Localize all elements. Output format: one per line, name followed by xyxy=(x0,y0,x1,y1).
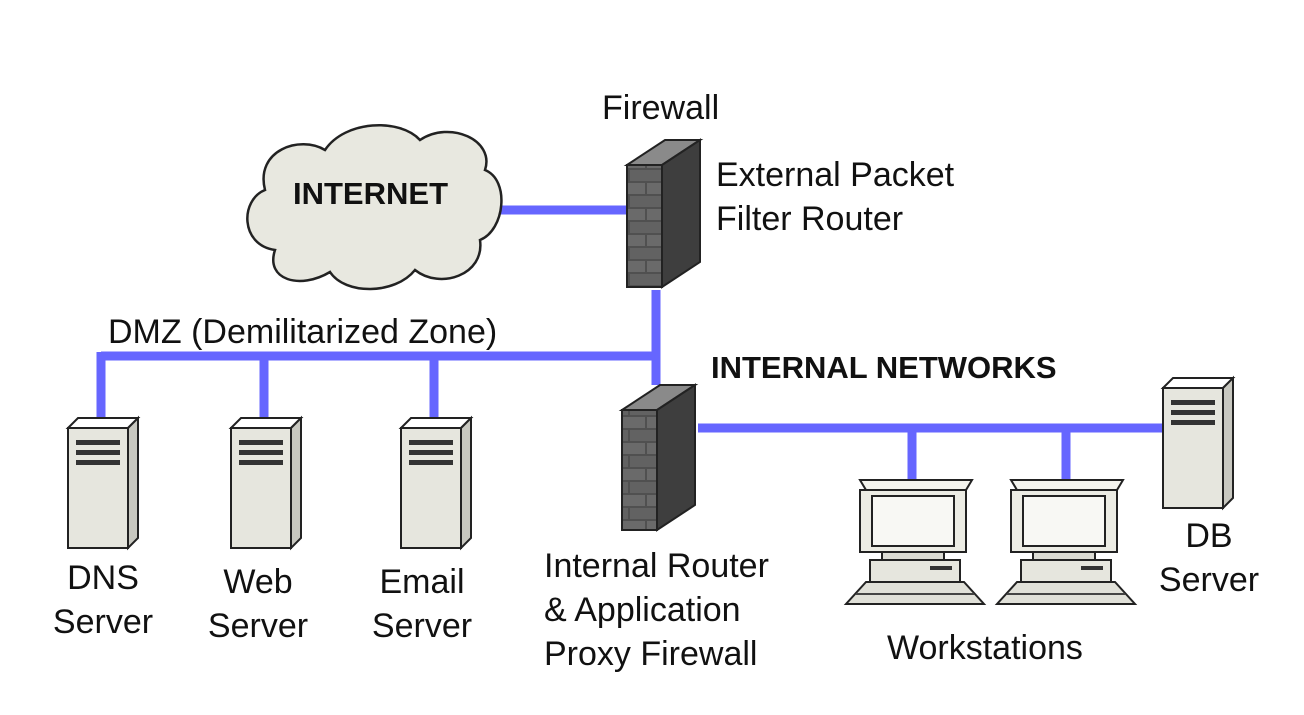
server-tower-icon xyxy=(400,417,472,549)
firewall-title: Firewall xyxy=(602,89,720,127)
web-server-label: Web Server xyxy=(207,563,309,645)
server-tower-icon xyxy=(1162,377,1234,509)
dmz-label: DMZ (Demilitarized Zone) xyxy=(108,313,498,351)
external-router-label: External Packet Filter Router xyxy=(716,156,955,238)
brick-firewall-icon xyxy=(623,138,704,289)
dns-server-label: DNS Server xyxy=(52,559,154,641)
workstation-icon xyxy=(996,479,1136,605)
workstation-icon xyxy=(845,479,985,605)
cloud-icon xyxy=(246,124,503,291)
internal-router-label: Internal Router & Application Proxy Fire… xyxy=(544,547,769,673)
network-links xyxy=(96,205,1170,482)
server-tower-icon xyxy=(67,417,139,549)
internet-label: INTERNET xyxy=(293,176,448,211)
server-tower-icon xyxy=(230,417,302,549)
internal-networks-label: INTERNAL NETWORKS xyxy=(711,350,1057,385)
db-server-label: DB Server xyxy=(1158,517,1260,599)
email-server-label: Email Server xyxy=(371,563,473,645)
brick-firewall-icon xyxy=(618,383,699,532)
workstations-label: Workstations xyxy=(887,629,1083,667)
